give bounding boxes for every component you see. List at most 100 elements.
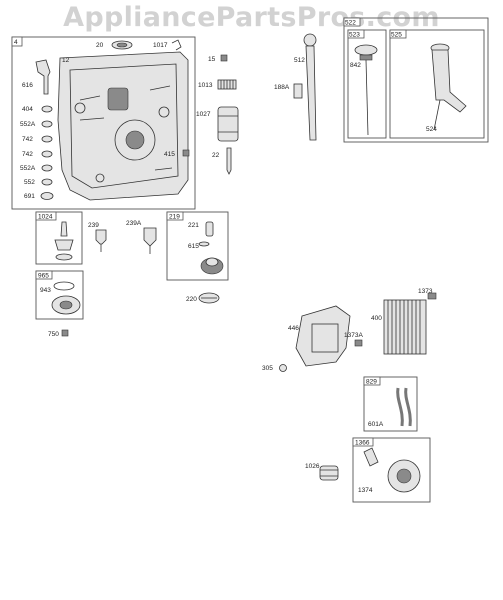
part-523-dipstick-rod[interactable] [365, 59, 369, 136]
loose-parts-239: 239 239A [88, 220, 157, 254]
group-1024-label: 1024 [38, 214, 53, 221]
label-1027: 1027 [196, 111, 211, 118]
part-525-fill-tube[interactable] [431, 49, 467, 113]
part-552A-lower[interactable] [41, 164, 53, 172]
part-512-tube[interactable] [305, 45, 317, 141]
part-188A-grommet[interactable] [293, 83, 303, 99]
group-1366-frame [352, 437, 431, 503]
part-239-switch[interactable] [95, 229, 107, 245]
part-943-ring[interactable] [53, 281, 75, 291]
group-965-frame [35, 270, 84, 320]
part-400-fins [387, 300, 421, 354]
part-1017-clip[interactable] [171, 39, 182, 51]
dipstick-tube-assembly: 512 188A [274, 33, 317, 141]
group-522-label: 522 [345, 20, 356, 27]
group-1366: 1366 1374 [352, 437, 431, 503]
part-1024-stem[interactable] [60, 221, 68, 237]
group-523-tag [347, 29, 365, 39]
part-1373[interactable] [427, 292, 437, 300]
group-829: 829 601A [363, 376, 418, 432]
part-400-oil-cooler[interactable] [383, 299, 427, 355]
label-943: 943 [40, 287, 51, 294]
label-691: 691 [24, 193, 35, 200]
part-1027-oil-filter[interactable] [217, 106, 239, 142]
part-616-shaft[interactable] [35, 59, 51, 95]
label-305: 305 [262, 365, 273, 372]
label-1373: 1373 [418, 288, 433, 295]
label-12: 12 [62, 57, 70, 64]
label-842: 842 [350, 62, 361, 69]
group-525-label: 525 [391, 32, 402, 39]
label-446: 446 [288, 325, 299, 332]
sump-bearing-center [125, 130, 145, 150]
sump-hole-1 [74, 102, 86, 114]
part-1024-body[interactable] [54, 239, 74, 251]
sump-inner-wall [69, 63, 179, 189]
label-239: 239 [88, 222, 99, 229]
sump-ribs [79, 85, 173, 171]
part-615[interactable] [198, 241, 210, 247]
group-4-label: 4 [14, 39, 18, 46]
label-1374: 1374 [358, 487, 373, 494]
part-1366-adapter-center [396, 468, 412, 484]
group-523-frame [347, 29, 387, 139]
group-965-tag [35, 270, 53, 280]
part-750[interactable] [61, 329, 69, 337]
label-552: 552 [24, 179, 35, 186]
label-415: 415 [164, 151, 175, 158]
sump-boss [107, 87, 129, 111]
part-552A-upper[interactable] [41, 120, 53, 128]
sump-hole-2 [158, 106, 170, 118]
watermark: AppliancePartsPros.com [63, 2, 440, 33]
part-1024-washer[interactable] [55, 253, 73, 261]
part-305[interactable] [279, 364, 287, 372]
part-552[interactable] [41, 178, 53, 186]
group-4: 4 20 1017 12 616 404 552A 742 742 552A [11, 36, 196, 210]
part-446-opening [311, 323, 339, 353]
part-239A-switch[interactable] [143, 227, 157, 247]
group-219-label: 219 [169, 214, 180, 221]
label-220: 220 [186, 296, 197, 303]
group-1024-frame [35, 211, 83, 265]
group-965-label: 965 [38, 273, 49, 280]
group-522: 522 523 842 525 524 [343, 17, 489, 143]
part-1027-bands [218, 115, 238, 133]
label-1373A: 1373A [344, 332, 363, 339]
label-400: 400 [371, 315, 382, 322]
part-15[interactable] [220, 54, 228, 62]
part-446-shroud[interactable] [295, 305, 351, 367]
group-522-frame [343, 17, 489, 143]
part-1013-pleats [220, 80, 234, 89]
part-1366-fitting[interactable] [363, 447, 379, 467]
part-691[interactable] [40, 192, 54, 200]
group-1024-tag [35, 211, 57, 221]
part-829-hose-a[interactable] [396, 387, 404, 427]
label-22: 22 [212, 152, 220, 159]
group-1366-tag [352, 437, 374, 447]
part-512-cap[interactable] [303, 33, 317, 47]
part-415[interactable] [182, 149, 190, 157]
part-1373A[interactable] [354, 339, 363, 347]
part-404[interactable] [41, 105, 53, 113]
label-615: 615 [188, 243, 199, 250]
part-221[interactable] [205, 221, 214, 237]
label-524: 524 [426, 126, 437, 133]
part-1026-threads [320, 469, 338, 477]
loose-parts-center: 15 1013 1027 415 22 [164, 54, 239, 175]
label-750: 750 [48, 331, 59, 338]
part-965-plate-center [59, 300, 73, 310]
part-1026[interactable] [319, 465, 339, 481]
group-219: 219 221 615 [166, 211, 229, 281]
label-404: 404 [22, 106, 33, 113]
part-219-gear-hub [205, 257, 219, 267]
label-1013: 1013 [198, 82, 213, 89]
part-22-bolt[interactable] [226, 147, 232, 175]
label-742-lower: 742 [22, 151, 33, 158]
part-523-dipstick-cap[interactable] [354, 44, 378, 56]
part-829-hose-b[interactable] [404, 387, 412, 427]
label-15: 15 [208, 56, 216, 63]
group-1024: 1024 [35, 211, 83, 265]
part-523-cap-base [359, 54, 373, 61]
part-742-lower[interactable] [41, 150, 53, 158]
part-742-upper[interactable] [41, 135, 53, 143]
